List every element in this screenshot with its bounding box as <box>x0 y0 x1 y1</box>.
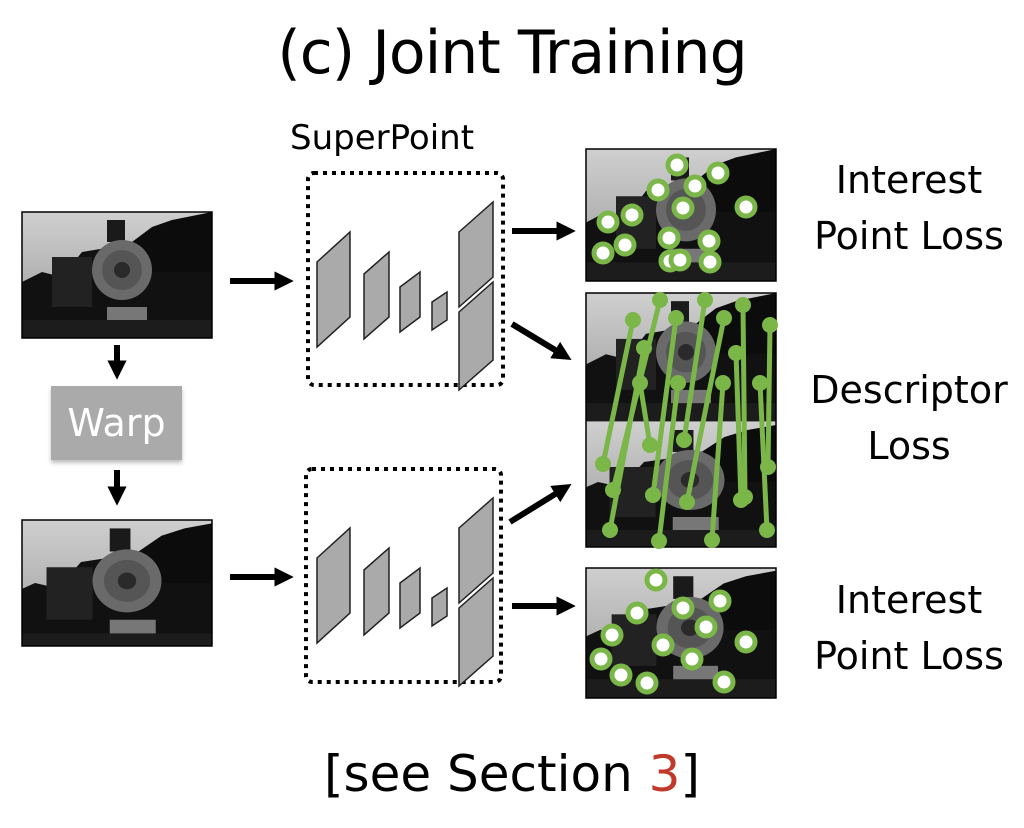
keypoint-marker <box>680 647 704 671</box>
descriptor-match <box>676 292 713 448</box>
arrow-to-descriptor-bottom <box>508 483 572 525</box>
keypoint-marker <box>651 633 675 657</box>
descriptor-loss-label: Descriptor Loss <box>794 362 1024 474</box>
encoder-layer <box>316 526 351 645</box>
label-line: Point Loss <box>814 634 1004 678</box>
descriptor-head <box>458 280 494 392</box>
section-reference: [see Section 3] <box>0 745 1024 803</box>
keypoint-marker <box>600 623 624 647</box>
match-endpoint <box>645 487 661 503</box>
keypoint-marker <box>668 248 692 272</box>
match-endpoint <box>595 456 611 472</box>
keypoint-marker <box>591 241 615 265</box>
match-endpoint <box>716 310 732 326</box>
input-image-warped <box>21 519 213 647</box>
descriptor-match <box>645 310 684 503</box>
descriptor-head <box>458 576 494 688</box>
descriptor-match <box>679 310 732 510</box>
label-line: Loss <box>867 424 951 468</box>
descriptor-match-image <box>585 292 778 549</box>
encoder-layer <box>431 586 448 628</box>
match-endpoint <box>715 375 731 391</box>
keypoint-marker <box>671 196 695 220</box>
input-image-original <box>21 211 213 339</box>
match-endpoint <box>679 494 695 510</box>
descriptor-match <box>728 345 749 508</box>
keypoint-marker <box>734 195 758 219</box>
keypoint-marker <box>665 153 689 177</box>
label-line: Point Loss <box>814 214 1004 258</box>
match-endpoint <box>642 437 658 453</box>
descriptor-match <box>632 375 658 453</box>
match-endpoint <box>652 292 668 308</box>
footer-suffix: ] <box>680 745 700 803</box>
interest-point-loss-label-top: Interest Point Loss <box>794 152 1024 264</box>
superpoint-network-top <box>306 171 505 392</box>
label-line: Interest <box>835 578 983 622</box>
match-endpoint <box>704 532 720 548</box>
keypoint-marker <box>657 226 681 250</box>
encoder-layer <box>399 270 421 334</box>
keypoint-marker <box>635 671 659 695</box>
keypoint-marker <box>698 250 722 274</box>
encoder-layer <box>399 566 421 630</box>
match-endpoint <box>762 317 778 333</box>
match-endpoint <box>670 375 686 391</box>
descriptor-match <box>595 312 641 472</box>
keypoint-marker <box>734 630 758 654</box>
keypoint-marker <box>697 229 721 253</box>
keypoint-marker <box>694 615 718 639</box>
keypoint-marker <box>683 174 707 198</box>
match-endpoint <box>651 533 667 549</box>
keypoint-marker <box>596 210 620 234</box>
warp-box: Warp <box>51 386 182 460</box>
label-line: Interest <box>835 158 983 202</box>
match-endpoint <box>625 312 641 328</box>
detector-head <box>458 200 494 309</box>
label-line: Descriptor <box>810 368 1008 412</box>
keypoint-marker <box>589 647 613 671</box>
superpoint-label: SuperPoint <box>290 118 475 158</box>
keypoint-marker <box>671 596 695 620</box>
match-endpoint <box>759 522 775 538</box>
keypoint-marker <box>613 233 637 257</box>
match-endpoint <box>728 345 744 361</box>
detector-head <box>458 496 494 605</box>
keypoint-marker <box>625 601 649 625</box>
match-endpoint <box>752 375 768 391</box>
match-endpoint <box>668 310 684 326</box>
footer-prefix: [see Section <box>324 745 649 803</box>
warp-label: Warp <box>67 401 166 445</box>
encoder-layer <box>363 546 390 637</box>
figure-title: (c) Joint Training <box>277 18 747 88</box>
keypoint-marker <box>706 161 730 185</box>
encoder-layer <box>363 250 390 341</box>
match-endpoint <box>697 292 713 308</box>
section-link[interactable]: 3 <box>648 745 681 803</box>
keypoint-marker <box>644 568 668 592</box>
match-endpoint <box>632 375 648 391</box>
keypoint-marker <box>620 203 644 227</box>
superpoint-network-bottom <box>304 467 503 688</box>
interest-point-image-top <box>585 148 777 282</box>
interest-point-image-bottom <box>585 567 777 699</box>
descriptor-match <box>704 375 731 548</box>
keypoint-marker <box>646 178 670 202</box>
match-endpoint <box>676 432 692 448</box>
keypoint-marker <box>609 663 633 687</box>
encoder-layer <box>316 230 351 349</box>
arrow-to-descriptor-top <box>510 321 572 360</box>
descriptor-match <box>651 375 686 549</box>
match-endpoint <box>733 492 749 508</box>
match-endpoint <box>735 297 751 313</box>
interest-point-loss-label-bottom: Interest Point Loss <box>794 572 1024 684</box>
keypoint-marker <box>712 670 736 694</box>
match-endpoint <box>636 340 652 356</box>
match-endpoint <box>602 522 618 538</box>
keypoint-marker <box>708 589 732 613</box>
descriptor-match <box>752 375 775 538</box>
encoder-layer <box>431 290 448 332</box>
